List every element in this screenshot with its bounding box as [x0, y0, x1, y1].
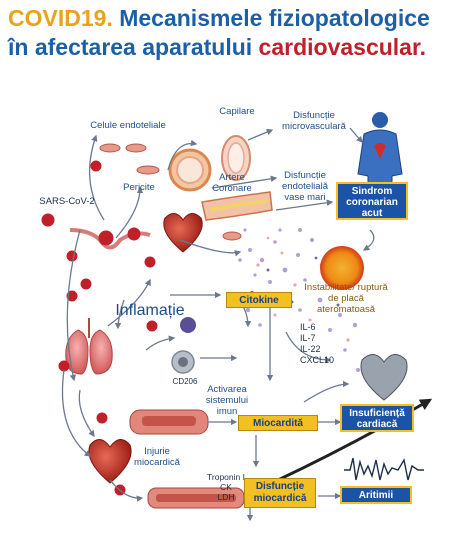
- label-disfunctie-endoteliala: Disfuncție endotelială vase mari: [282, 170, 328, 203]
- diagram: Celule endoteliale Capilare Disfuncție m…: [0, 70, 474, 533]
- macrophage-icon: [171, 317, 196, 374]
- box-insuficienta-cardiaca: Insuficiență cardiacă: [340, 404, 414, 432]
- page-title: COVID19. Mecanismele fiziopatologice în …: [8, 4, 470, 62]
- ecg-icon: [344, 457, 424, 481]
- title-line2: în afectarea aparatului: [8, 34, 259, 60]
- box-sindrom-coronarian: Sindrom coronarian acut: [336, 182, 408, 220]
- label-inflamatie: Inflamație: [115, 302, 185, 319]
- capillary-icon: [168, 135, 251, 192]
- label-ck: CK: [220, 482, 232, 492]
- label-cd206: CD206: [172, 377, 198, 386]
- box-aritmii: Aritimii: [340, 486, 412, 504]
- label-disfunctie-microvasculara: Disfuncție microvasculară: [282, 110, 346, 132]
- label-artere-coronare: Artere Coronare: [212, 172, 252, 194]
- box-miocardita: Miocardită: [238, 415, 318, 431]
- lung-icon: [65, 318, 113, 375]
- title-covid: COVID19.: [8, 5, 113, 31]
- title-line1: Mecanismele fiziopatologice: [112, 5, 430, 31]
- label-activarea-sistemului-imun: Activarea sistemului imun: [205, 384, 249, 417]
- label-il6: IL-6: [300, 322, 316, 332]
- label-pericite: Pericite: [123, 182, 155, 193]
- label-injurie-miocardica: Injurie miocardică: [134, 446, 180, 468]
- label-instabilitate: Instabilitate/ ruptură de placă ateromat…: [304, 282, 388, 315]
- label-sars-cov-2: SARS-CoV-2: [39, 196, 95, 207]
- label-il22: IL-22: [300, 344, 321, 354]
- label-celule-endoteliale: Celule endoteliale: [90, 120, 166, 131]
- cell-icon: [99, 143, 242, 241]
- virus-icon: [41, 160, 158, 496]
- diagram-graphics: [41, 112, 433, 522]
- label-capilare: Capilare: [219, 106, 255, 117]
- title-cardio: cardiovascular.: [258, 34, 427, 60]
- human-body-icon: [357, 112, 403, 191]
- artery-icon: [201, 191, 273, 221]
- label-il7: IL-7: [300, 333, 316, 343]
- box-disfunctie-miocardica: Disfuncție miocardică: [244, 478, 316, 508]
- box-citokine: Citokine: [226, 292, 292, 308]
- label-cxcl10: CXCL10: [300, 355, 335, 365]
- label-troponin: Troponin I: [207, 472, 245, 482]
- label-ldh: LDH: [217, 492, 235, 502]
- heart-icon: [88, 213, 408, 484]
- pathway-arrows: [61, 127, 375, 522]
- plaque-icon: [320, 246, 364, 290]
